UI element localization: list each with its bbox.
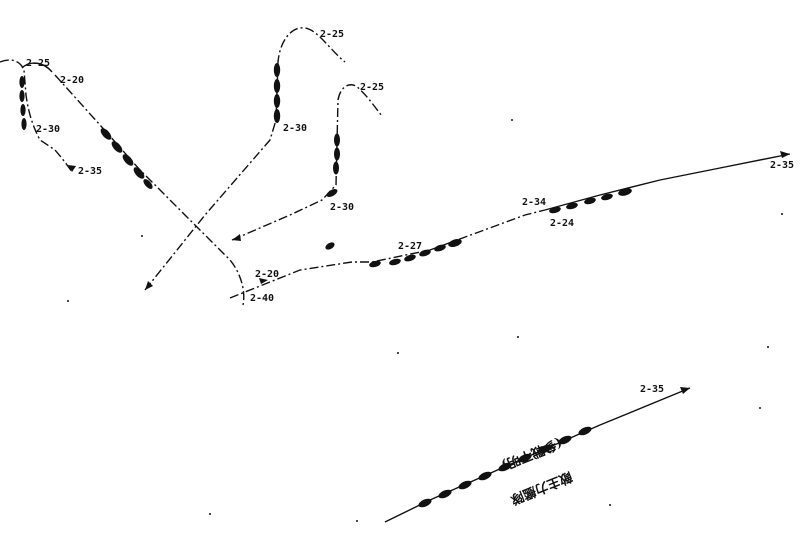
enemy-ship-icon	[538, 444, 552, 454]
center-fleet-b-group: 2-25 2-30	[231, 82, 384, 241]
main-fleet-ship-icon	[404, 254, 416, 262]
diagonal-fleet-ship-icon	[133, 167, 145, 179]
time-label: 2-34	[522, 197, 546, 208]
main-fleet-arrow-icon	[780, 151, 790, 158]
time-label: 2-40	[250, 293, 274, 304]
enemy-ship-icon	[458, 480, 472, 490]
diagonal-fleet-track	[54, 74, 245, 306]
enemy-ship-icon	[418, 498, 432, 508]
main-fleet-track-right	[544, 153, 791, 211]
time-label: 2-35	[770, 160, 794, 171]
time-label: 2-25	[320, 29, 344, 40]
main-fleet-ship-icon	[566, 202, 578, 210]
left-fleet-arrow-icon	[68, 165, 76, 172]
enemy-ship-icon	[578, 426, 592, 436]
left-fleet-track-upper	[21, 62, 53, 73]
main-fleet-arrow-icon	[259, 278, 268, 284]
time-label: 2-30	[36, 124, 60, 135]
time-label: 2-30	[330, 202, 354, 213]
diagonal-fleet-ship-icon	[122, 154, 134, 166]
enemy-ship-icon	[558, 435, 572, 445]
center-fleet-a-track	[144, 27, 346, 291]
main-fleet-ship-icon	[601, 193, 613, 201]
enemy-ship-icon	[478, 471, 492, 481]
center-fleet-b-ship-icon	[326, 189, 338, 197]
main-fleet-ship-icon	[584, 197, 596, 205]
main-fleet-ship-icon	[618, 188, 632, 196]
time-label: 2-20	[255, 269, 279, 280]
diagonal-fleet-ship-icon	[111, 141, 123, 153]
enemy-ship-icon	[438, 489, 452, 499]
main-fleet-group: 2-20 2-40 2-27 2-34 2-24 2-35	[229, 151, 794, 304]
main-fleet-ship-icon	[419, 249, 431, 257]
main-fleet-ship-icon	[448, 239, 462, 247]
left-fleet-track	[0, 59, 73, 173]
time-label: 2-35	[78, 166, 102, 177]
enemy-ship-icon	[498, 462, 512, 472]
left-fleet-ship-icon	[20, 104, 26, 116]
main-fleet-ship-icon	[389, 258, 401, 266]
center-fleet-a-ship-icon	[273, 109, 281, 123]
time-label: 2-25	[360, 82, 384, 93]
time-label: 2-20	[60, 75, 84, 86]
main-fleet-track	[229, 209, 546, 299]
main-fleet-ship-icon	[369, 260, 381, 268]
left-fleet-ship-icon	[19, 90, 25, 102]
center-fleet-a-ship-icon	[273, 79, 281, 93]
time-label: 2-25	[26, 58, 50, 69]
diagonal-fleet-group	[54, 74, 245, 306]
time-label: 2-24	[550, 218, 574, 229]
enemy-ship-icon	[518, 453, 532, 463]
enemy-main-fleet-label: 敵主力艦隊	[507, 468, 574, 508]
center-fleet-a-ship-icon	[273, 63, 281, 77]
center-fleet-a-ship-icon	[273, 94, 281, 108]
main-fleet-ship-icon	[549, 206, 561, 214]
enemy-main-fleet-arrow-icon	[680, 387, 690, 394]
left-fleet-ship-icon	[21, 118, 27, 130]
center-fleet-b-ship-icon	[334, 133, 340, 147]
enemy-participation-note: (參戰不明)	[499, 434, 565, 473]
left-fleet-ship-icon	[19, 76, 25, 88]
diagonal-fleet-ship-icon	[100, 128, 112, 140]
enemy-main-fleet-group: 敵主力艦隊 (參戰不明) 2-35	[384, 384, 691, 523]
center-fleet-b-track	[231, 84, 383, 241]
center-fleet-b-ship-icon	[333, 161, 339, 175]
main-fleet-ship-icon	[325, 242, 335, 250]
center-fleet-a-arrow-icon	[145, 281, 153, 290]
time-label: 2-35	[640, 384, 664, 395]
diagonal-fleet-ship-icon	[143, 179, 153, 189]
center-fleet-b-arrow-icon	[232, 234, 241, 241]
time-label: 2-27	[398, 241, 422, 252]
left-fleet-group: 2-25 2-20 2-30 2-35	[0, 58, 102, 177]
center-fleet-b-ship-icon	[334, 147, 340, 161]
main-fleet-ship-icon	[434, 244, 446, 252]
time-label: 2-30	[283, 123, 307, 134]
center-fleet-a-group: 2-25 2-30	[144, 27, 346, 291]
background-specks	[67, 119, 783, 522]
